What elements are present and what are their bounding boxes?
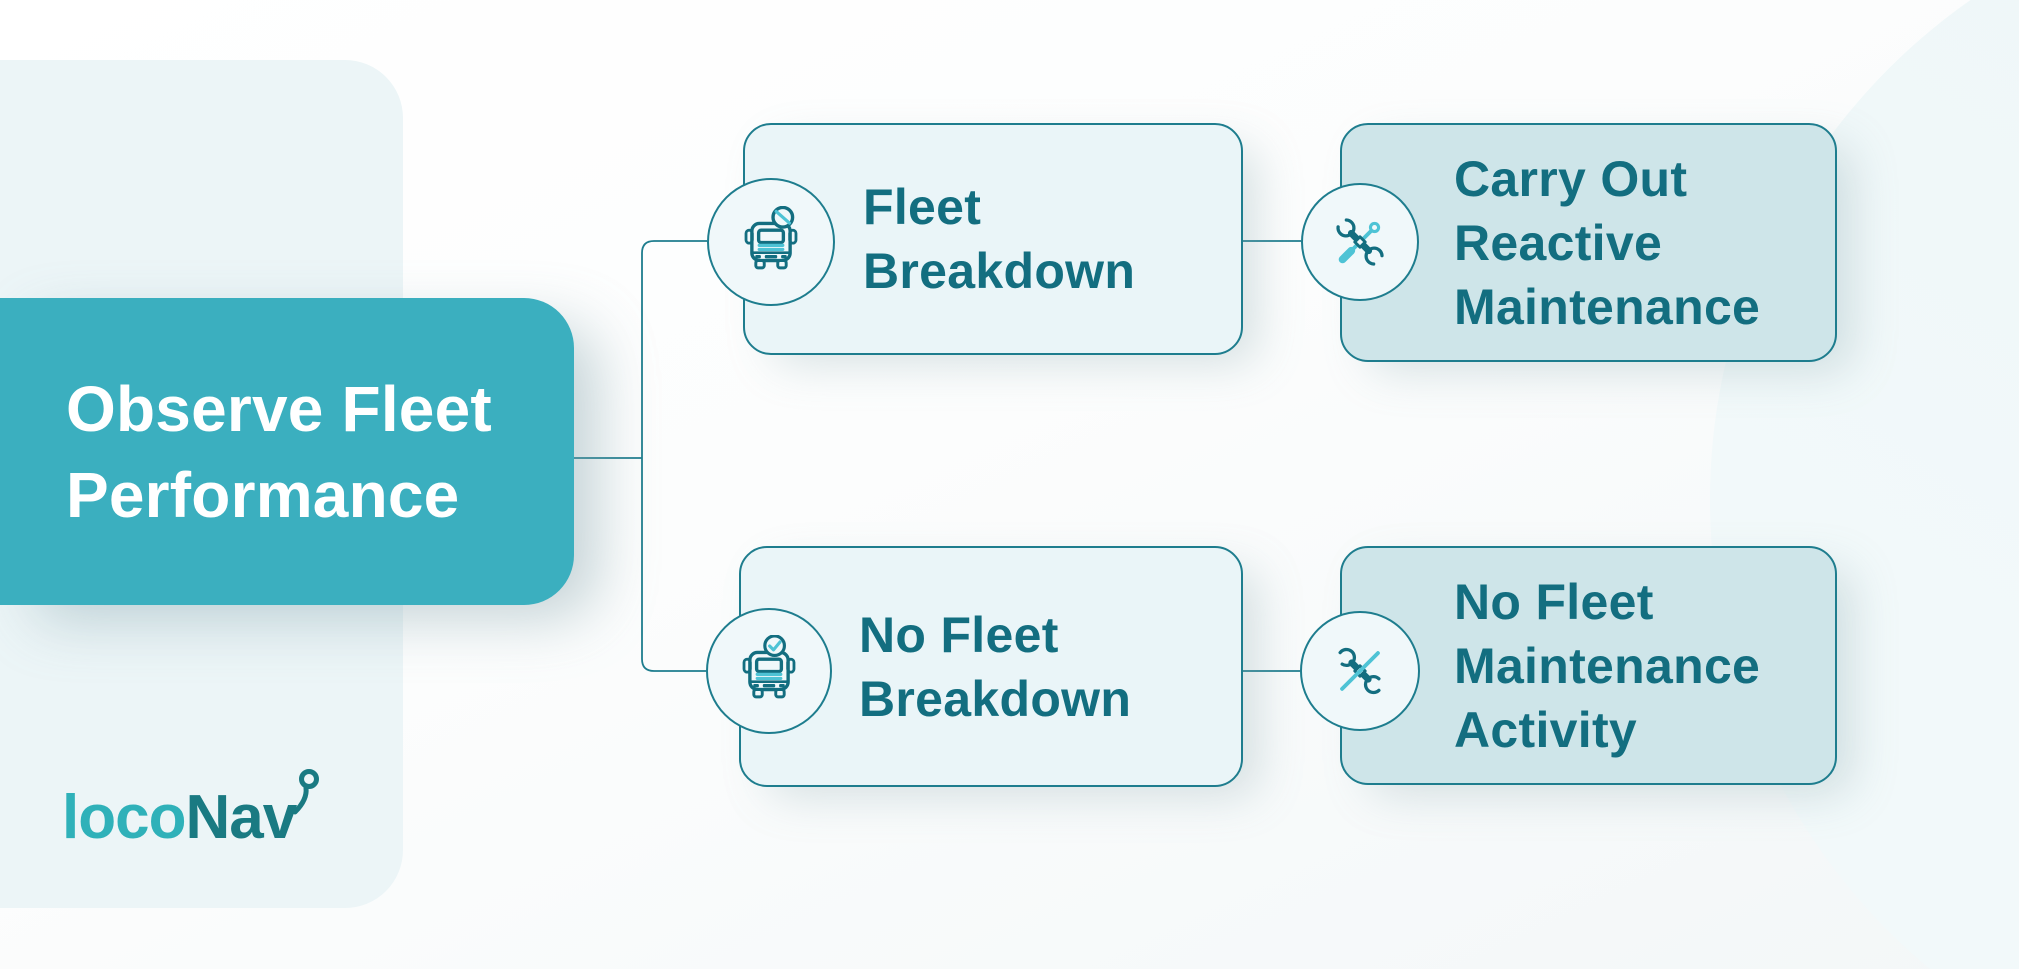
- root-node-label-line: Performance: [66, 458, 460, 531]
- node-label-line: Breakdown: [859, 670, 1132, 727]
- root-node-label-line: Observe Fleet: [66, 372, 492, 445]
- node-label-line: Maintenance: [1454, 637, 1761, 694]
- node-no-fleet-maintenance-activity: No Fleet Maintenance Activity: [1340, 546, 1837, 785]
- logo-pin-icon: [292, 769, 320, 815]
- node-label-line: Carry Out: [1454, 150, 1688, 207]
- node-label-line: Reactive: [1454, 214, 1663, 271]
- no-maintenance-badge: [1300, 611, 1420, 731]
- connector-branch-bottom: [641, 458, 706, 672]
- node-label-line: Activity: [1454, 701, 1638, 758]
- node-label-line: No Fleet: [1454, 573, 1654, 630]
- no-fleet-breakdown-badge: [706, 608, 832, 734]
- truck-ok-icon: [742, 635, 796, 699]
- node-carry-out-reactive-maintenance: Carry Out Reactive Maintenance: [1340, 123, 1837, 362]
- node-label-line: Fleet: [863, 179, 982, 235]
- node-label-line: No Fleet: [859, 606, 1059, 663]
- connector-branch-top: [641, 240, 707, 458]
- root-node-observe-fleet-performance: Observe Fleet Performance: [0, 298, 574, 605]
- no-maintenance-icon: [1338, 647, 1381, 695]
- crossed-tools-icon: [1336, 218, 1384, 266]
- node-fleet-breakdown: Fleet Breakdown: [743, 123, 1243, 355]
- truck-prohibited-icon: [744, 206, 798, 270]
- node-label-line: Maintenance: [1454, 278, 1761, 335]
- logo-text-dark: Nav: [185, 783, 297, 852]
- fleet-breakdown-badge: [707, 178, 835, 306]
- node-label-line: Breakdown: [863, 243, 1136, 299]
- reactive-maintenance-badge: [1301, 183, 1419, 301]
- logo-text-light: loco: [62, 783, 186, 852]
